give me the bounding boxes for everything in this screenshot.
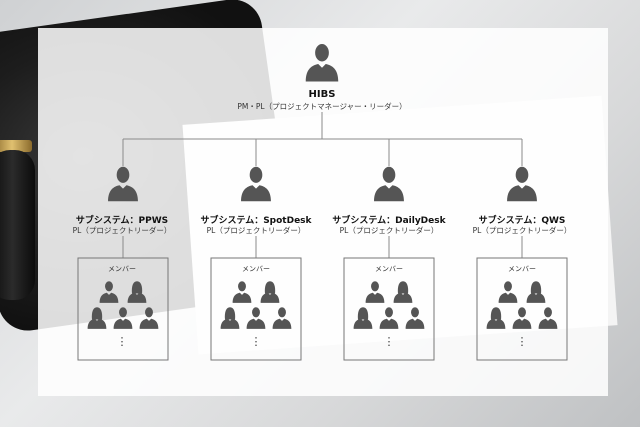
member-icon-ppws-5: [139, 307, 159, 329]
member-icon-spotdesk-2: [260, 281, 280, 303]
root-node-title: HIBS: [308, 89, 336, 100]
team-title-ppws: サブシステム：PPWS: [75, 216, 169, 226]
member-icon-dailydesk-3: [353, 307, 373, 329]
member-icon-qws-5: [538, 307, 558, 329]
member-icon-ppws-1: [99, 281, 119, 303]
team-title-qws: サブシステム：QWS: [478, 216, 566, 226]
team-leader-icon-spotdesk: [241, 166, 271, 202]
member-box-ppws: [77, 257, 169, 361]
member-icon-spotdesk-5: [272, 307, 292, 329]
member-icon-dailydesk-1: [365, 281, 385, 303]
diagram-panel: [38, 28, 608, 396]
member-icon-ppws-4: [113, 307, 133, 329]
members-label-ppws: メンバー: [108, 265, 136, 273]
member-icon-dailydesk-5: [405, 307, 425, 329]
member-icon-qws-2: [526, 281, 546, 303]
team-subtitle-spotdesk: PL（プロジェクトリーダー）: [206, 226, 306, 235]
team-subtitle-qws: PL（プロジェクトリーダー）: [472, 226, 572, 235]
member-icon-spotdesk-3: [220, 307, 240, 329]
members-ellipsis-dailydesk: ⋮: [383, 335, 395, 348]
member-box-qws: [476, 257, 568, 361]
team-subtitle-dailydesk: PL（プロジェクトリーダー）: [339, 226, 439, 235]
background-pen-band: [0, 140, 32, 152]
member-icon-dailydesk-4: [379, 307, 399, 329]
members-label-spotdesk: メンバー: [242, 265, 270, 273]
team-leader-icon-ppws: [108, 166, 138, 202]
team-leader-icon-qws: [507, 166, 537, 202]
member-icon-qws-4: [512, 307, 532, 329]
member-box-spotdesk: [210, 257, 302, 361]
people-icons: [87, 44, 558, 329]
members-ellipsis-ppws: ⋮: [116, 335, 128, 348]
member-box-dailydesk: [343, 257, 435, 361]
team-leader-icon-dailydesk: [374, 166, 404, 202]
member-icon-qws-3: [486, 307, 506, 329]
root-node-subtitle: PM・PL（プロジェクトマネージャー・リーダー）: [237, 102, 407, 111]
member-icon-qws-1: [498, 281, 518, 303]
members-label-dailydesk: メンバー: [375, 265, 403, 273]
member-icon-ppws-3: [87, 307, 107, 329]
connector-lines: [77, 112, 568, 361]
root-person-icon: [305, 44, 339, 82]
member-icon-spotdesk-1: [232, 281, 252, 303]
member-icon-spotdesk-4: [246, 307, 266, 329]
members-ellipsis-qws: ⋮: [516, 335, 528, 348]
team-title-dailydesk: サブシステム：DailyDesk: [332, 216, 446, 226]
members-ellipsis-spotdesk: ⋮: [250, 335, 262, 348]
member-icon-dailydesk-2: [393, 281, 413, 303]
members-label-qws: メンバー: [508, 265, 536, 273]
team-subtitle-ppws: PL（プロジェクトリーダー）: [72, 226, 172, 235]
background-pen: [0, 150, 35, 300]
team-title-spotdesk: サブシステム：SpotDesk: [200, 216, 312, 226]
member-icon-ppws-2: [127, 281, 147, 303]
